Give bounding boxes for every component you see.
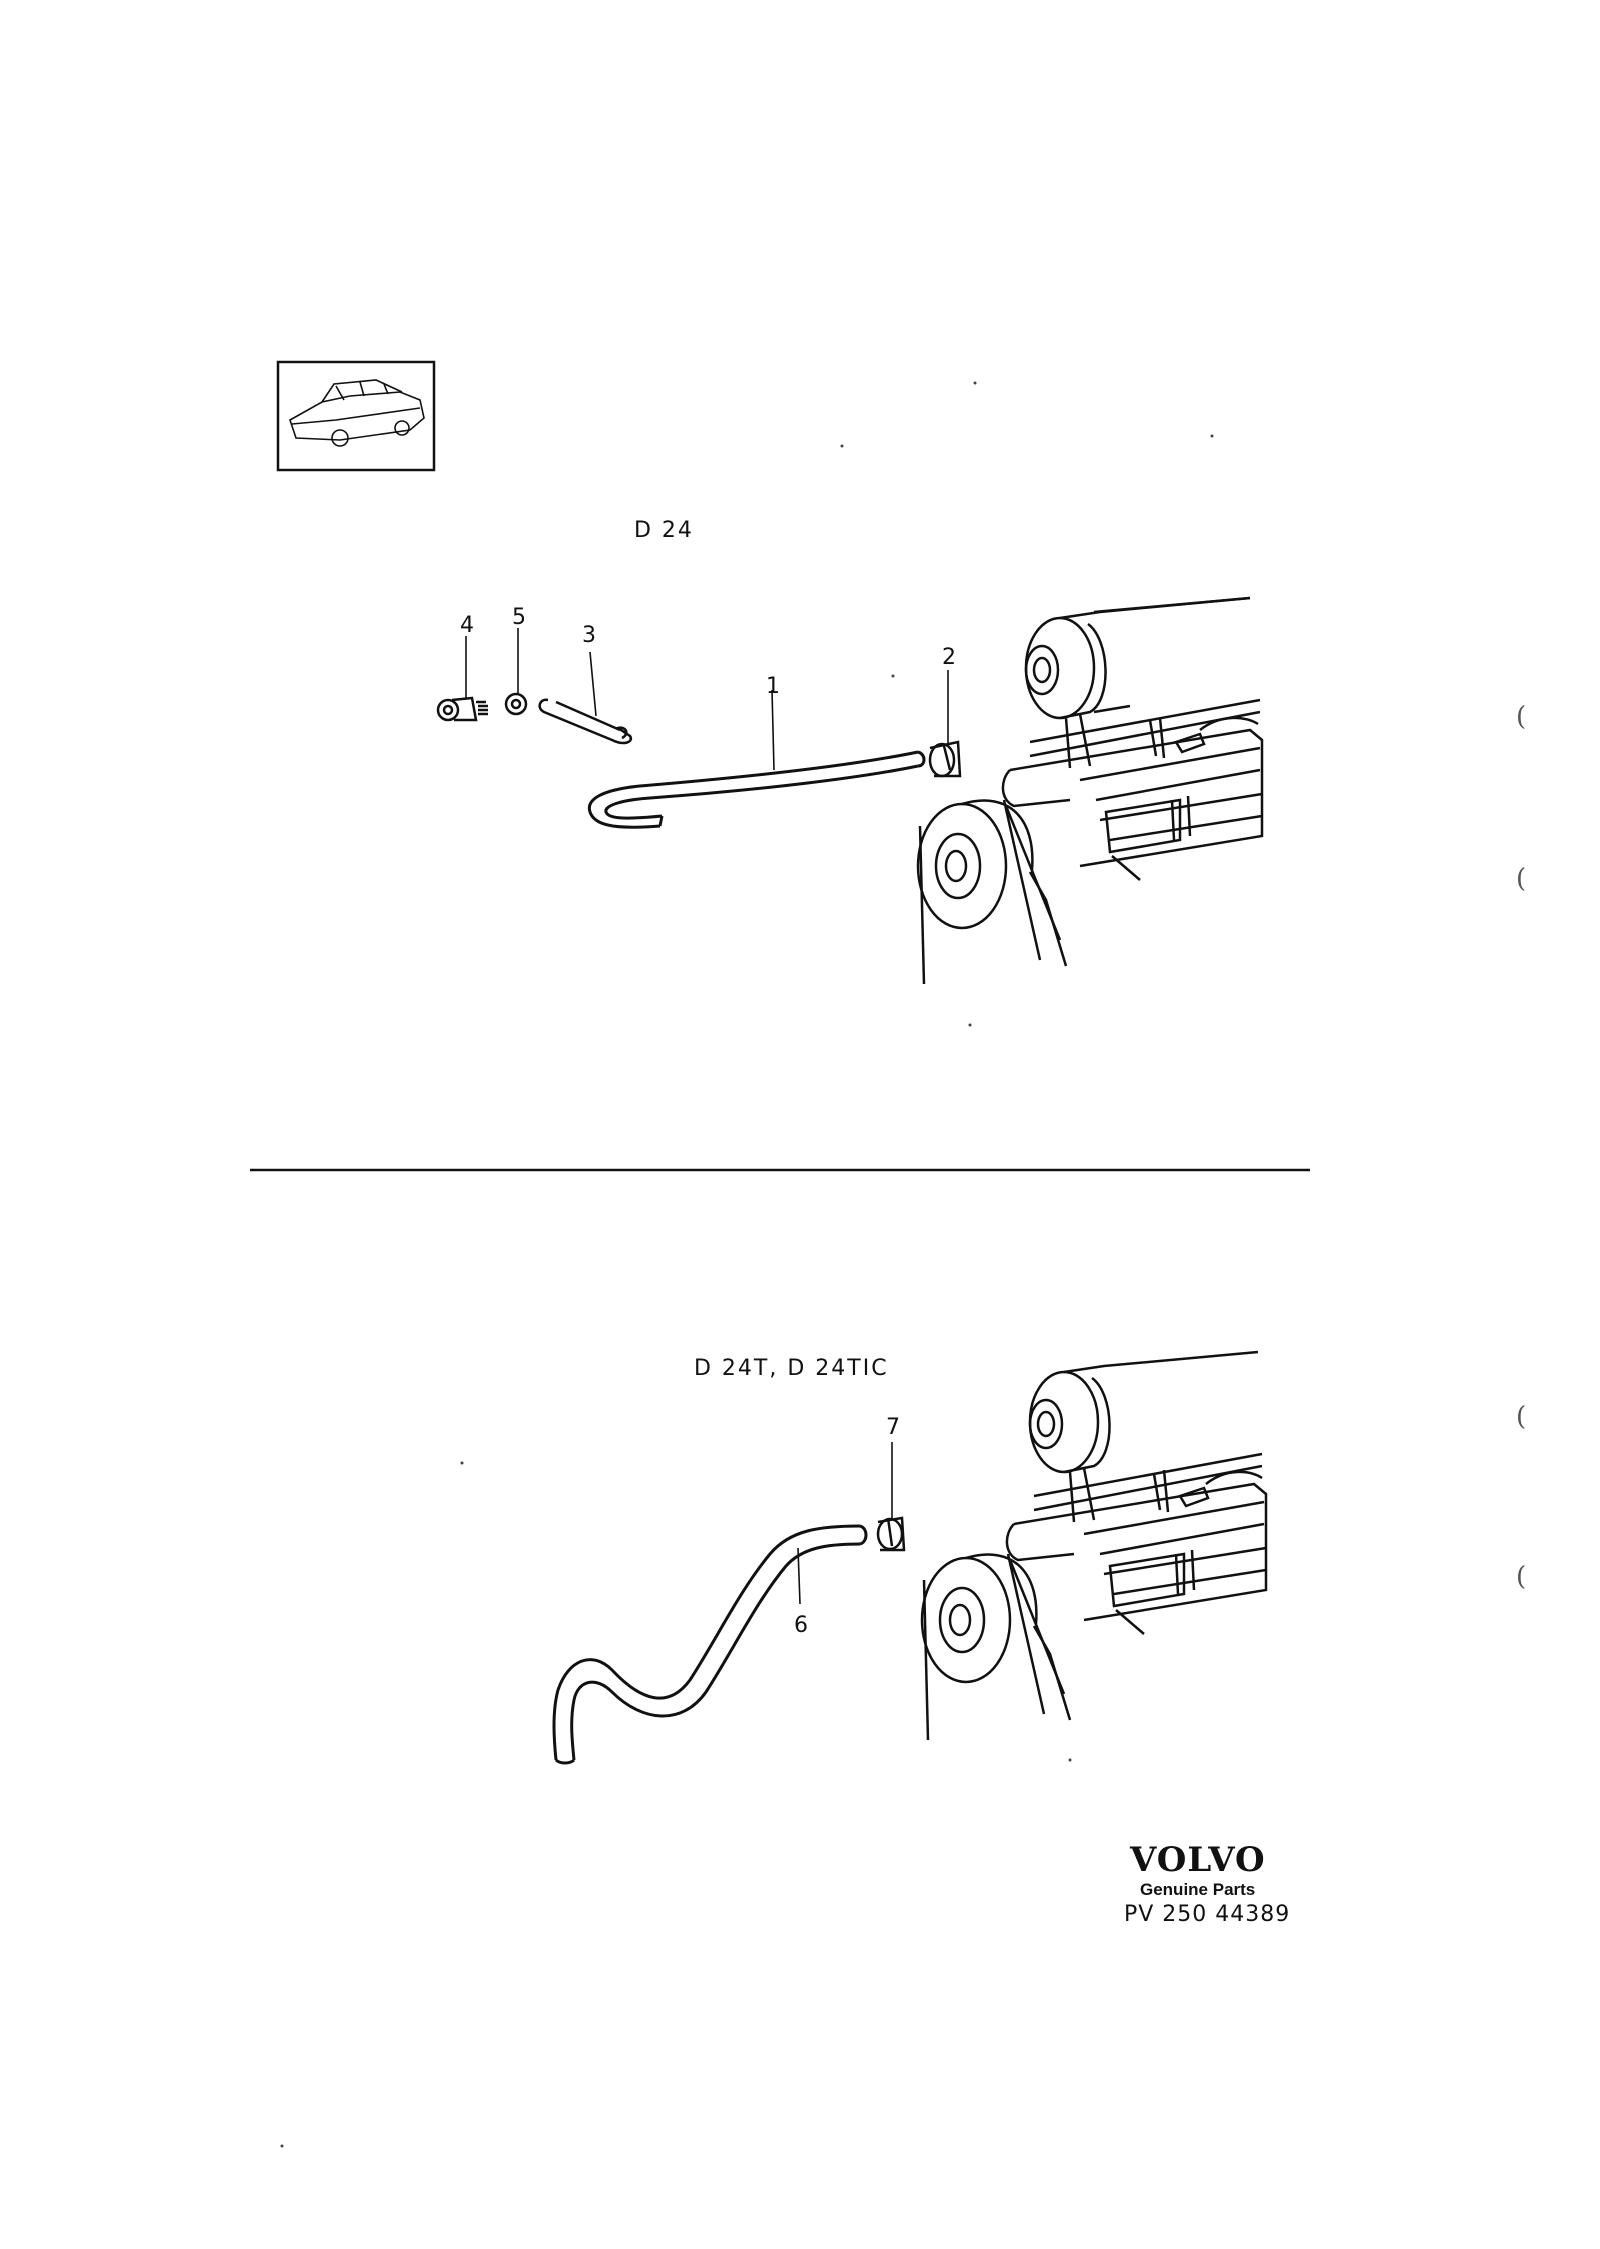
leader-lines-upper <box>465 628 949 771</box>
callout-2: 2 <box>942 645 956 670</box>
callout-3: 3 <box>582 623 596 648</box>
section-label-d24: D 24 <box>634 518 694 543</box>
vehicle-thumbnail <box>276 360 436 472</box>
margin-mark: ( <box>1516 864 1527 894</box>
callout-4: 4 <box>460 613 474 638</box>
clamp-part-2 <box>928 740 962 778</box>
section-label-d24t-d24tic: D 24T, D 24TIC <box>694 1356 889 1381</box>
hose-part-1 <box>587 750 926 829</box>
leader-lines-lower <box>797 1442 893 1605</box>
clamp-part-7 <box>876 1516 906 1552</box>
print-specks <box>280 381 1214 2148</box>
callout-1: 1 <box>766 674 780 699</box>
callout-5: 5 <box>512 605 526 630</box>
engine-block-lower <box>920 1350 1268 1741</box>
clip-part-3 <box>538 698 633 745</box>
callout-7: 7 <box>886 1415 900 1440</box>
hose-part-6 <box>552 1524 868 1765</box>
margin-mark: ( <box>1516 1402 1527 1432</box>
bolt-part-4 <box>436 696 488 722</box>
callout-6: 6 <box>794 1613 808 1638</box>
reference-number: PV 250 44389 <box>1124 1902 1291 1927</box>
brand-tagline: Genuine Parts <box>1140 1880 1256 1899</box>
brand-logo: VOLVO <box>1130 1840 1266 1880</box>
nut-part-5 <box>504 692 528 716</box>
margin-mark: ( <box>1516 1562 1527 1592</box>
margin-mark: ( <box>1516 702 1527 732</box>
engine-block-upper <box>916 596 1264 985</box>
